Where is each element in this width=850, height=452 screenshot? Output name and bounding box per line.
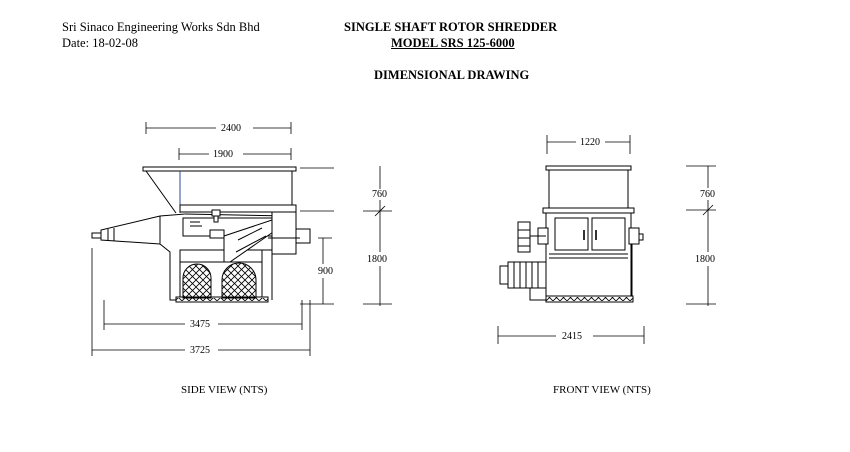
dim-label-900: 900 [318,266,333,277]
side-view [91,166,311,303]
hopper-top-plate [142,166,297,172]
front-view-caption: FRONT VIEW (NTS) [553,384,651,396]
dim-line-3725 [91,248,311,356]
dim-label-3475: 3475 [190,319,210,330]
dim-line-1220 [546,135,631,154]
front-motor-mount [529,288,546,301]
dim-ext-side-right [300,167,334,305]
side-motor-end [295,228,311,244]
drawing-subtitle: DIMENSIONAL DRAWING [374,68,530,82]
drawing-date: Date: 18-02-08 [62,36,139,50]
dim-line-2415 [497,326,645,344]
dim-line-1900 [178,148,292,160]
ram-cylinder-end [91,232,102,239]
dim-label-760-front: 760 [700,189,715,200]
dim-label-2415: 2415 [562,331,582,342]
side-top-frame [179,204,297,213]
drawing-title: SINGLE SHAFT ROTOR SHREDDER [344,20,558,34]
hopper-wall-left [145,170,177,214]
front-top-frame [542,207,635,214]
front-door-right [591,217,626,251]
side-legs [169,250,273,300]
ram-housing-ribs [107,216,161,244]
front-door-left [554,217,589,251]
front-motor-fins [513,262,539,288]
side-motor-block [271,211,297,255]
dim-label-1800-side: 1800 [367,254,387,265]
front-view-dim-labels: 1220 760 1800 2415 [562,137,715,342]
dim-line-900 [318,237,332,304]
rotor-cutter-right [221,262,257,299]
dim-label-760-side: 760 [372,189,387,200]
side-view-dimensions [91,122,392,356]
company-name: Sri Sinaco Engineering Works Sdn Bhd [62,20,260,34]
dim-label-2400: 2400 [221,123,241,134]
dim-line-3475 [103,300,303,330]
front-view [499,165,644,303]
front-hopper-top [545,165,632,171]
front-frame-bands [549,253,628,259]
rotor-cutter-left [182,263,212,299]
side-housing-details [190,221,202,227]
dim-label-1220: 1220 [580,137,600,148]
dim-label-1800-front: 1800 [695,254,715,265]
front-view-dimensions [497,135,716,344]
front-pulley [517,221,531,253]
side-view-dim-labels: 2400 1900 760 1800 900 3475 3725 [190,123,387,356]
dim-label-1900: 1900 [213,149,233,160]
front-pulley-grooves [518,229,530,247]
dim-line-2400 [145,122,292,134]
side-base-hatch [176,298,268,301]
model-number: MODEL SRS 125-6000 [391,36,515,50]
dim-label-3725: 3725 [190,345,210,356]
side-view-caption: SIDE VIEW (NTS) [181,384,268,396]
dim-tick-front-760 [702,204,714,216]
front-shaft-end [639,233,644,241]
belt-guard-lines [235,227,267,253]
front-hopper-walls [548,170,629,210]
front-motor-end [499,265,509,285]
dim-ext-front-right [686,165,716,305]
side-gearbox [209,229,225,239]
front-base-hatch [546,297,633,301]
front-bearing-right [628,227,640,245]
dim-ext-side-1800 [363,210,392,305]
front-door-handles [583,230,597,240]
side-valve [211,209,221,223]
